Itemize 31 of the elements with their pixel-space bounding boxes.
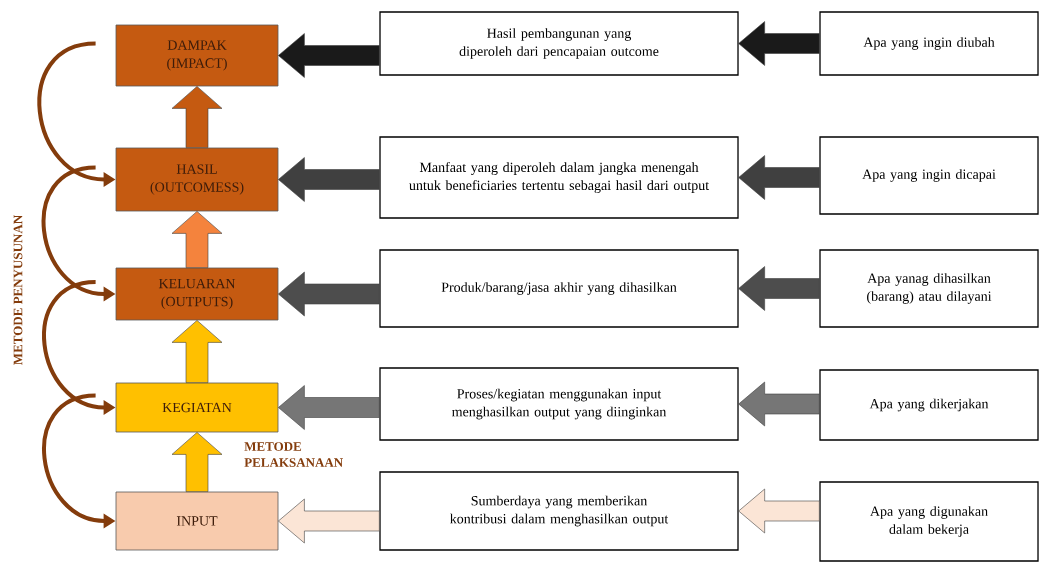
block-arrow [278, 271, 380, 317]
block-arrow [738, 381, 820, 427]
stage-box: KEGIATAN [115, 382, 279, 433]
block-arrow [738, 21, 820, 66]
block-arrow [738, 488, 820, 534]
stage-box: DAMPAK (IMPACT) [115, 24, 279, 87]
side-label: METODE PENYUSUNAN [13, 215, 23, 365]
block-arrow [171, 320, 223, 383]
stage-box: INPUT [115, 491, 279, 551]
question-box: Apa yang ingin dicapai [819, 136, 1039, 215]
description-box: Proses/kegiatan menggunakan input menghasilkan output yang diinginkan [379, 367, 739, 441]
description-box: Produk/barang/jasa akhir yang dihasilkan [379, 249, 739, 328]
question-box: Apa yang ingin diubah [819, 11, 1039, 76]
block-arrow [171, 86, 223, 148]
block-arrow [278, 385, 380, 430]
block-arrow [278, 33, 380, 78]
description-box: Manfaat yang diperoleh dalam jangka menengah untuk beneficiaries tertentu sebagai hasil dari output [379, 136, 739, 219]
block-arrow [171, 432, 223, 492]
block-arrow [738, 266, 820, 311]
stage-box: HASIL (OUTCOMESS) [115, 147, 279, 212]
block-arrow [278, 498, 380, 544]
block-arrow [738, 155, 820, 200]
block-arrow [171, 211, 223, 268]
method-label: METODE PELAKSANAAN [244, 442, 343, 467]
stage-box: KELUARAN (OUTPUTS) [115, 267, 279, 321]
question-box: Apa yanag dihasilkan (barang) atau dilayani [819, 249, 1039, 328]
description-box: Hasil pembangunan yang diperoleh dari pencapaian outcome [379, 11, 739, 76]
block-arrow [278, 157, 380, 202]
description-box: Sumberdaya yang memberikan kontribusi dalam menghasilkan output [379, 471, 739, 551]
question-box: Apa yang digunakan dalam bekerja [819, 481, 1039, 562]
question-box: Apa yang dikerjakan [819, 369, 1039, 441]
